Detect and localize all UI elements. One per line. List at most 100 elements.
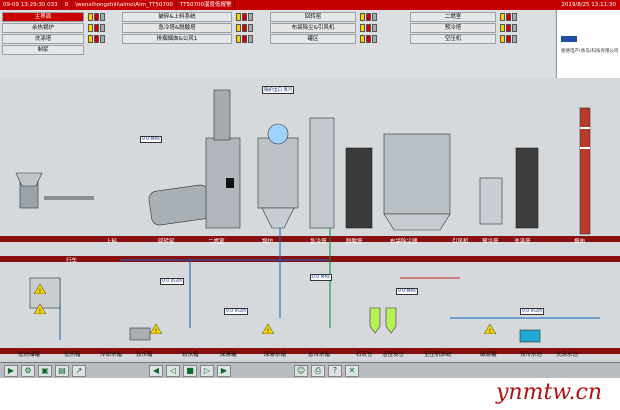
tools-button[interactable]: ⚙ (21, 364, 35, 377)
next-button[interactable]: ▷ (200, 364, 214, 377)
nav-crushing-feeding[interactable]: 破碎&上料系统 (122, 12, 232, 22)
nav-scrubber[interactable]: 洗涤塔 (2, 34, 84, 44)
section-label: 脱酸塔 (346, 239, 363, 245)
quench-tower[interactable] (309, 117, 335, 229)
page-footer (0, 378, 620, 410)
equipment-label: 洗涤水池 (556, 352, 579, 358)
user-button[interactable]: ☺ (294, 364, 308, 377)
section-label: 预冷塔 (482, 239, 499, 245)
deacid-tower[interactable] (345, 147, 373, 229)
value-tag: 0.0 m3/h (160, 278, 185, 285)
bottom-toolbar: ▶ ⚙ ▣ ▤ ↗ ◀ ◁ ■ ▷ ▶ ☺ ⎙ ? ✕ (0, 362, 620, 378)
scrubber[interactable] (515, 147, 539, 229)
watermark: ynmtw.cn (495, 380, 602, 405)
section-label: 二燃室 (208, 239, 225, 245)
nav-rotary-kiln[interactable]: 回转窑 (270, 12, 356, 22)
section-label: 锅炉 (262, 239, 274, 245)
equipment-label: 尿素水箱 (264, 352, 287, 358)
alarm-message: TT50700温度低报警 (177, 0, 236, 10)
section-label: 引风机 (452, 239, 469, 245)
equipment-label: 软水箱 (136, 352, 153, 358)
prev-button[interactable]: ◁ (166, 364, 180, 377)
stop-button[interactable]: ■ (183, 364, 197, 377)
folder-button[interactable]: ▣ (38, 364, 52, 377)
nav-slurry[interactable]: 制浆 (2, 45, 84, 55)
secondary-chamber[interactable] (205, 137, 241, 229)
warning-icon[interactable]: ! (150, 324, 162, 334)
precool-pool[interactable] (519, 329, 541, 343)
status-indicators (236, 13, 253, 21)
logo-text: 壹德电产(青岛)科技有限公司 (561, 49, 619, 54)
equipment-label: 空压机系统 (424, 352, 452, 358)
lime-silo[interactable] (369, 307, 381, 334)
nav-air-compressor[interactable]: 空压机 (410, 34, 496, 44)
forward-button[interactable]: ▶ (217, 364, 231, 377)
equipment-label: 预冷水池 (520, 352, 543, 358)
tank[interactable] (129, 327, 151, 341)
warning-icon[interactable]: ! (262, 324, 274, 334)
nav-secondary-chamber[interactable]: 二燃室 (410, 12, 496, 22)
value-tag: 0.0 m3/h (520, 308, 545, 315)
steam-label: 锅炉出口 蒸汽 (262, 86, 295, 94)
print-button[interactable]: ⎙ (311, 364, 325, 377)
section-label: 急冷塔 (310, 239, 327, 245)
trend-button[interactable]: ↗ (72, 364, 86, 377)
status-indicators (236, 24, 253, 32)
induced-fan[interactable] (479, 177, 503, 225)
nav-quench-deacid[interactable]: 急冷塔&脱酸塔 (122, 23, 232, 33)
process-graphic (0, 78, 620, 360)
nav-tank-area[interactable]: 罐区 (270, 34, 356, 44)
waste-heat-boiler[interactable] (257, 137, 299, 209)
section-label: 烟囱 (574, 239, 586, 245)
carbon-silo[interactable] (385, 307, 397, 334)
status-indicators (236, 35, 253, 43)
status-indicators (500, 13, 517, 21)
equipment-label: 冷却水箱 (100, 352, 123, 358)
help-button[interactable]: ? (328, 364, 342, 377)
crane-label: 行车 (66, 258, 78, 264)
equipment-label: 活性炭仓 (382, 352, 405, 358)
status-indicators (360, 13, 377, 21)
value-tag: 0.0 MPa (396, 288, 418, 295)
equipment-label: 软水箱 (182, 352, 199, 358)
value-tag: 0.0 m3/h (224, 308, 249, 315)
nav-waste-heat-boiler[interactable]: 余热锅炉 (2, 23, 84, 33)
chimney[interactable] (579, 107, 591, 235)
logo-mark (561, 36, 577, 42)
equipment-label: 低热箱 (64, 352, 81, 358)
warning-icon[interactable]: ! (34, 304, 46, 314)
nav-precooler[interactable]: 预冷塔 (410, 23, 496, 33)
section-label: 上料 (106, 239, 118, 245)
svg-text:!: ! (267, 328, 269, 334)
nav-baghouse-fan[interactable]: 布袋除尘&引风机 (270, 23, 356, 33)
section-label: 布袋除尘器 (390, 239, 418, 245)
section-label: 洗涤塔 (514, 239, 531, 245)
system-datetime: 2019/8/25 13:11:30 (561, 2, 616, 8)
report-button[interactable]: ▤ (55, 364, 69, 377)
navigation-grid: 主界面 余热锅炉 洗涤塔 制浆 破碎&上料系统 急冷塔&脱酸塔 排烟烟囱&公风1… (0, 10, 555, 78)
nav-main[interactable]: 主界面 (2, 12, 84, 22)
exit-button[interactable]: ✕ (345, 364, 359, 377)
equipment-label: 尿素罐 (220, 352, 237, 358)
equipment-label: 急冷水箱 (308, 352, 331, 358)
svg-text:!: ! (39, 288, 41, 294)
equipment-label: 碱液罐 (480, 352, 497, 358)
alarm-bar[interactable]: 09-09 13:29:30.033 0 \wenxihongzhili\alm… (0, 0, 620, 10)
warning-icon[interactable]: ! (34, 284, 46, 294)
baghouse[interactable] (383, 133, 451, 215)
nav-chimney-fan[interactable]: 排烟烟囱&公风1 (122, 34, 232, 44)
equipment-label: 石灰仓 (356, 352, 373, 358)
company-logo: 壹德电产(青岛)科技有限公司 (556, 10, 620, 78)
value-tag: 0.0 MPa (310, 274, 332, 281)
status-indicators (88, 13, 105, 21)
svg-text:!: ! (39, 308, 41, 314)
value-tag: 0.0 MPa (140, 136, 162, 143)
alarm-time: 09-09 13:29:30.033 (0, 0, 62, 10)
svg-text:!: ! (155, 328, 157, 334)
alarm-code: 0 (62, 0, 73, 10)
back-button[interactable]: ◀ (149, 364, 163, 377)
svg-text:!: ! (489, 328, 491, 334)
warning-icon[interactable]: ! (484, 324, 496, 334)
status-indicators (88, 35, 105, 43)
play-button[interactable]: ▶ (4, 364, 18, 377)
